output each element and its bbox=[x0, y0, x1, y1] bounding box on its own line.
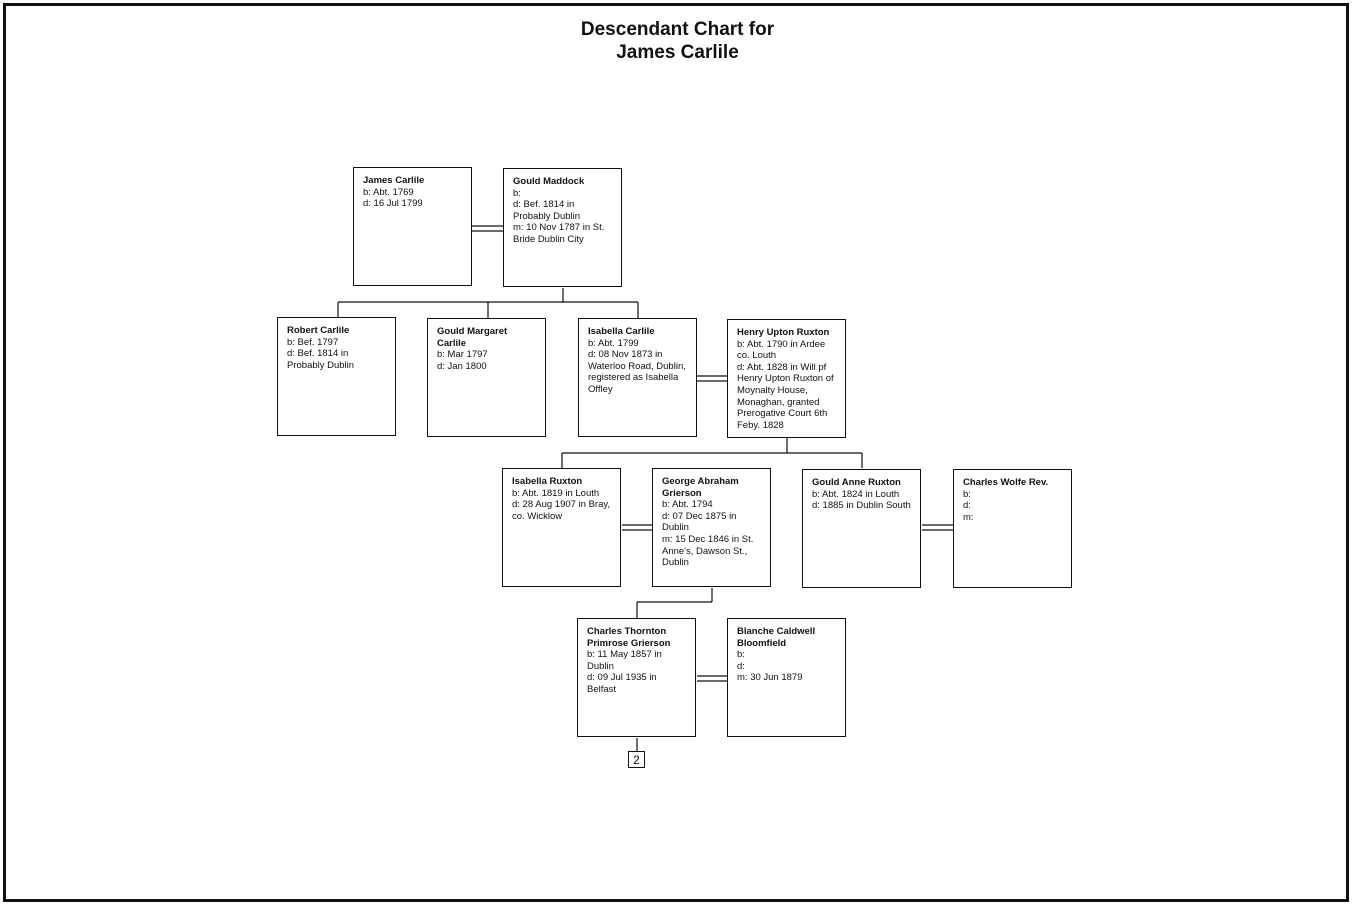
person-death: d: 28 Aug 1907 in Bray, co. Wicklow bbox=[512, 499, 611, 522]
person-name: Gould Margaret Carlile bbox=[437, 326, 508, 349]
person-death: d: bbox=[963, 500, 971, 512]
person-death: d: Jan 1800 bbox=[437, 360, 487, 372]
person-death: d: bbox=[737, 660, 745, 672]
person-name: James Carlile bbox=[363, 175, 425, 186]
chart-title-line-1: Descendant Chart for bbox=[580, 19, 775, 40]
person-card-isabella-ruxton[interactable]: Isabella Ruxton b: Abt. 1819 in Louth d:… bbox=[502, 468, 621, 587]
person-death: d: 1885 in Dublin South bbox=[812, 500, 911, 512]
person-card-charles-thornton-grierson[interactable]: Charles Thornton Primrose Grierson b: 11… bbox=[577, 618, 696, 737]
person-death: d: 16 Jul 1799 bbox=[363, 198, 423, 210]
person-card-henry-upton-ruxton[interactable]: Henry Upton Ruxton b: Abt. 1790 in Ardee… bbox=[727, 319, 846, 438]
person-death: d: Bef. 1814 in Probably Dublin bbox=[513, 199, 581, 222]
person-birth: b: Abt. 1799 bbox=[588, 337, 639, 349]
person-birth: b: Abt. 1819 in Louth bbox=[512, 487, 600, 499]
person-name: Isabella Ruxton bbox=[512, 476, 583, 487]
person-birth: b: Mar 1797 bbox=[437, 349, 488, 361]
chart-title: Descendant Chart for James Carlile bbox=[0, 18, 1355, 64]
person-birth: b: Abt. 1824 in Louth bbox=[812, 488, 900, 500]
person-birth: b: Abt. 1790 in Ardee co. Louth bbox=[737, 338, 826, 362]
person-birth: b: Abt. 1794 bbox=[662, 499, 713, 511]
person-birth: b: Abt. 1769 bbox=[363, 186, 414, 198]
person-name: George Abraham Grierson bbox=[662, 476, 739, 499]
person-name: Charles Wolfe Rev. bbox=[963, 477, 1049, 488]
person-card-gould-maddock[interactable]: Gould Maddock b: d: Bef. 1814 in Probabl… bbox=[503, 168, 622, 287]
person-name: Charles Thornton Primrose Grierson bbox=[587, 626, 671, 649]
person-name: Blanche Caldwell Bloomfield bbox=[737, 626, 816, 649]
person-card-gould-anne-ruxton[interactable]: Gould Anne Ruxton b: Abt. 1824 in Louth … bbox=[802, 469, 921, 588]
person-name: Robert Carlile bbox=[287, 325, 350, 336]
person-card-charles-wolfe[interactable]: Charles Wolfe Rev. b: d: m: bbox=[953, 469, 1072, 588]
person-marriage: m: 15 Dec 1846 in St. Anne's, Dawson St.… bbox=[662, 533, 754, 569]
person-card-james-carlile[interactable]: James Carlile b: Abt. 1769 d: 16 Jul 179… bbox=[353, 167, 472, 286]
person-death: d: 07 Dec 1875 in Dublin bbox=[662, 510, 737, 534]
person-card-gould-margaret-carlile[interactable]: Gould Margaret Carlile b: Mar 1797 d: Ja… bbox=[427, 318, 546, 437]
continuation-page-ref[interactable]: 2 bbox=[628, 751, 645, 768]
person-birth: b: bbox=[737, 649, 745, 661]
person-name: Gould Anne Ruxton bbox=[812, 477, 901, 488]
person-card-isabella-carlile[interactable]: Isabella Carlile b: Abt. 1799 d: 08 Nov … bbox=[578, 318, 697, 437]
person-card-blanche-bloomfield[interactable]: Blanche Caldwell Bloomfield b: d: m: 30 … bbox=[727, 618, 846, 737]
person-birth: b: bbox=[513, 187, 521, 199]
person-marriage: m: bbox=[963, 511, 974, 523]
person-marriage: m: 10 Nov 1787 in St. Bride Dublin City bbox=[513, 222, 605, 245]
person-birth: b: bbox=[963, 488, 971, 500]
person-card-george-abraham-grierson[interactable]: George Abraham Grierson b: Abt. 1794 d: … bbox=[652, 468, 771, 587]
person-death: d: Bef. 1814 in Probably Dublin bbox=[287, 348, 355, 371]
person-birth: b: Bef. 1797 bbox=[287, 336, 339, 348]
person-marriage: m: 30 Jun 1879 bbox=[737, 672, 803, 684]
person-name: Isabella Carlile bbox=[588, 326, 655, 337]
person-death: d: Abt. 1828 in Will pf Henry Upton Ruxt… bbox=[737, 361, 834, 431]
person-death: d: 08 Nov 1873 in Waterloo Road, Dublin,… bbox=[588, 349, 686, 395]
person-birth: b: 11 May 1857 in Dublin bbox=[587, 649, 662, 672]
person-name: Henry Upton Ruxton bbox=[737, 327, 830, 338]
person-death: d: 09 Jul 1935 in Belfast bbox=[587, 672, 657, 695]
chart-title-line-2: James Carlile bbox=[616, 42, 739, 63]
page-border bbox=[3, 3, 1349, 902]
person-name: Gould Maddock bbox=[513, 176, 585, 187]
person-card-robert-carlile[interactable]: Robert Carlile b: Bef. 1797 d: Bef. 1814… bbox=[277, 317, 396, 436]
